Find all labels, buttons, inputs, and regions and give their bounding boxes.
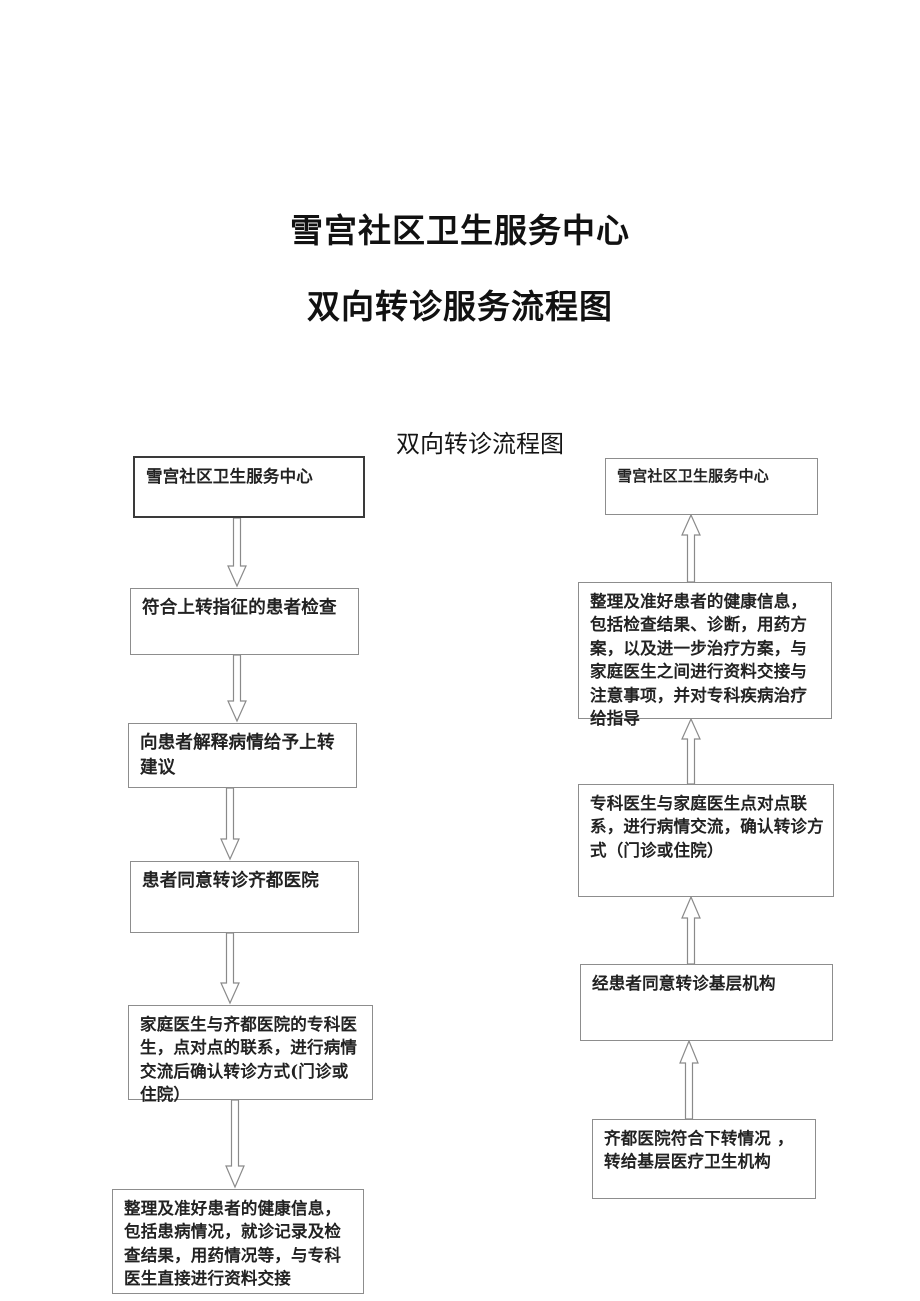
flow-node-left-1[interactable]: 雪宫社区卫生服务中心	[133, 456, 365, 518]
connector-arrow-up-icon-3	[680, 897, 702, 964]
flow-node-left-3[interactable]: 向患者解释病情给予上转建议	[128, 723, 357, 788]
flow-node-left-2[interactable]: 符合上转指征的患者检查	[130, 588, 359, 655]
flow-node-right-4[interactable]: 经患者同意转诊基层机构	[580, 964, 833, 1041]
flow-node-right-1[interactable]: 雪宫社区卫生服务中心	[605, 458, 818, 515]
connector-arrow-down-icon-5	[224, 1100, 246, 1189]
flow-node-left-6[interactable]: 整理及准好患者的健康信息，包括患病情况，就诊记录及检查结果，用药情况等，与专科医…	[112, 1189, 364, 1294]
flow-node-right-2[interactable]: 整理及准好患者的健康信息，包括检查结果、诊断，用药方案，以及进一步治疗方案，与家…	[578, 582, 832, 728]
connector-arrow-down-icon-2	[226, 655, 248, 723]
chart-subtitle: 双向转诊流程图	[396, 430, 564, 458]
connector-arrow-down-icon-4	[219, 933, 241, 1005]
page-title-line-1: 雪宫社区卫生服务中心	[290, 211, 630, 250]
flow-node-right-5-label: 齐都医院符合下转情况 ，转给基层医疗卫生机构	[604, 1129, 794, 1172]
connector-arrow-up-icon-4	[678, 1041, 700, 1119]
page-title-line-2: 双向转诊服务流程图	[307, 287, 613, 326]
flow-node-right-1-label: 雪宫社区卫生服务中心	[617, 467, 770, 485]
flow-node-left-4-label: 患者同意转诊齐都医院	[142, 871, 319, 891]
flow-node-left-1-label: 雪宫社区卫生服务中心	[146, 467, 313, 486]
connector-arrow-up-icon-2	[680, 719, 702, 784]
flow-node-left-4[interactable]: 患者同意转诊齐都医院	[130, 861, 359, 933]
flow-node-right-2-label: 整理及准好患者的健康信息，包括检查结果、诊断，用药方案，以及进一步治疗方案，与家…	[590, 592, 808, 729]
flow-node-left-2-label: 符合上转指征的患者检查	[142, 598, 337, 618]
flow-node-left-6-label: 整理及准好患者的健康信息，包括患病情况，就诊记录及检查结果，用药情况等，与专科医…	[124, 1199, 342, 1289]
connector-arrow-down-icon-1	[226, 518, 248, 588]
connector-arrow-down-icon-3	[219, 788, 241, 861]
flow-node-left-5[interactable]: 家庭医生与齐都医院的专科医生，点对点的联系，进行病情交流后确认转诊方式(门诊或住…	[128, 1005, 373, 1104]
flow-node-left-5-label: 家庭医生与齐都医院的专科医生，点对点的联系，进行病情交流后确认转诊方式(门诊或住…	[140, 1015, 358, 1105]
flow-node-right-3[interactable]: 专科医生与家庭医生点对点联系，进行病情交流，确认转诊方式（门诊或住院）	[578, 784, 834, 897]
flow-node-left-3-label: 向患者解释病情给予上转建议	[140, 733, 335, 778]
connector-arrow-up-icon-1	[680, 515, 702, 582]
flow-node-right-3-label: 专科医生与家庭医生点对点联系，进行病情交流，确认转诊方式（门诊或住院）	[590, 794, 824, 860]
flow-node-right-4-label: 经患者同意转诊基层机构	[592, 974, 776, 993]
flow-node-right-5[interactable]: 齐都医院符合下转情况 ，转给基层医疗卫生机构	[592, 1119, 816, 1199]
